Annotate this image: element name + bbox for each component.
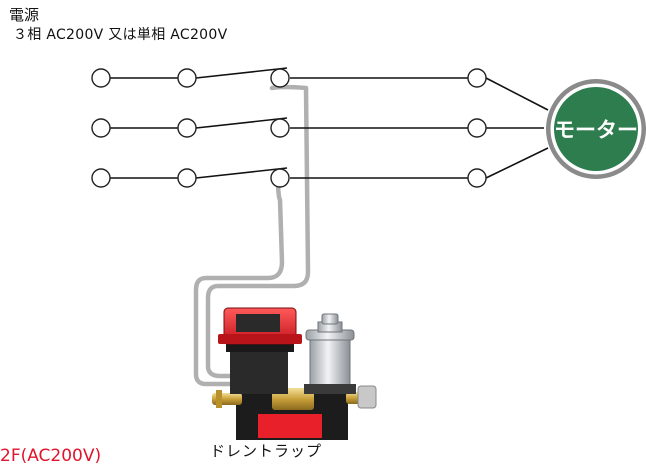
power-spec: ３相 AC200V 又は単相 AC200V bbox=[13, 27, 228, 43]
terminal bbox=[467, 118, 487, 138]
control-cable bbox=[205, 84, 311, 379]
model-label: 2F(AC200V) bbox=[0, 446, 102, 466]
terminal bbox=[467, 168, 487, 188]
terminals bbox=[91, 68, 487, 188]
motor-label: モーター bbox=[554, 118, 638, 142]
phase-line-2 bbox=[110, 117, 544, 129]
terminal bbox=[91, 68, 111, 88]
phase-line-1 bbox=[110, 67, 549, 111]
phase-line-3 bbox=[110, 147, 549, 179]
terminal bbox=[270, 168, 290, 188]
terminal bbox=[177, 168, 197, 188]
terminal bbox=[270, 68, 290, 88]
drain-trap-device bbox=[212, 307, 377, 440]
terminal bbox=[467, 68, 487, 88]
drain-trap-label: ドレントラップ bbox=[210, 442, 323, 460]
terminal bbox=[270, 118, 290, 138]
power-title: 電源 bbox=[9, 6, 40, 24]
motor-icon: モーター bbox=[546, 79, 646, 179]
control-cable-inner bbox=[193, 175, 285, 387]
terminal bbox=[177, 68, 197, 88]
terminal bbox=[91, 168, 111, 188]
terminal bbox=[177, 118, 197, 138]
terminal bbox=[91, 118, 111, 138]
